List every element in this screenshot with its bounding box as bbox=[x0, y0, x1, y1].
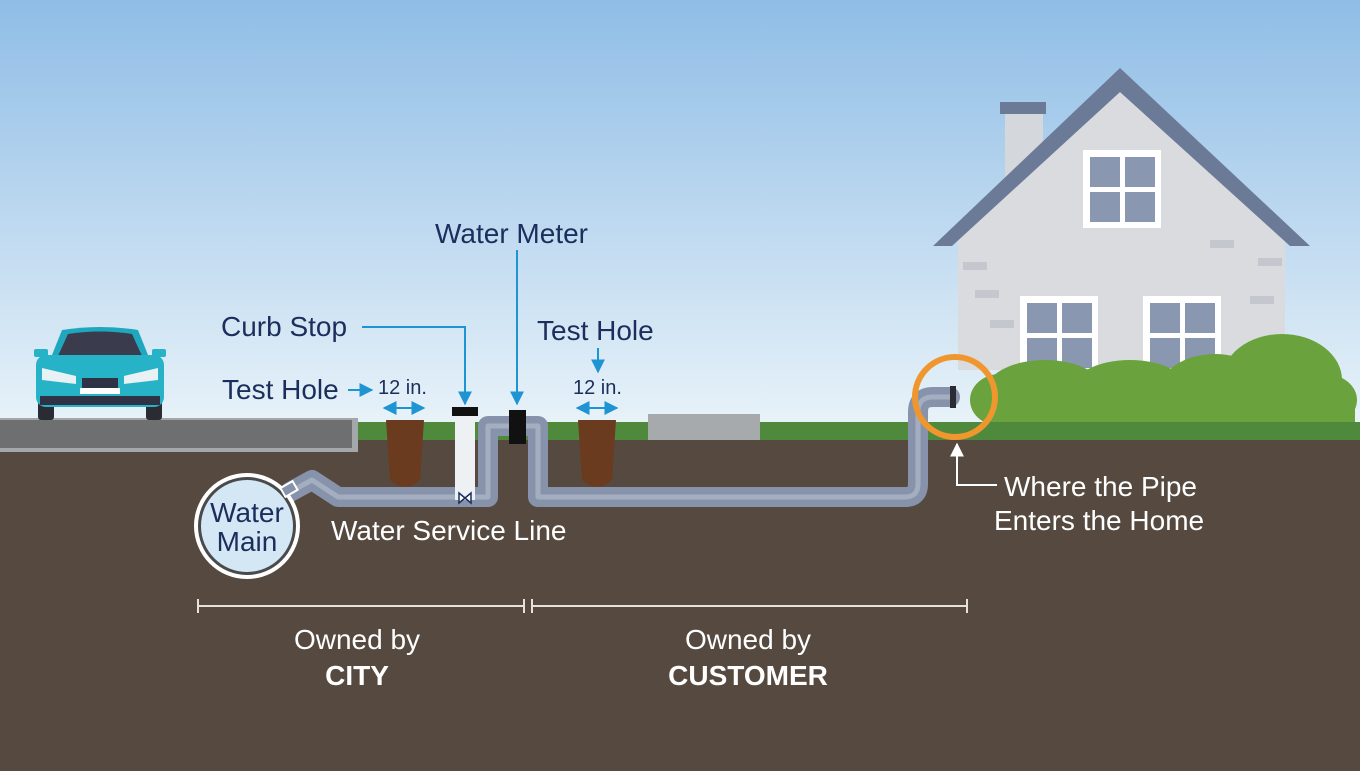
water-main-label: Water Main bbox=[192, 497, 302, 557]
owned-by-customer-line1: Owned by bbox=[684, 624, 812, 655]
owned-by-city: Owned by CITY bbox=[177, 622, 537, 695]
street bbox=[0, 418, 358, 452]
ownership-brackets bbox=[197, 599, 968, 613]
callout-lines bbox=[348, 250, 619, 415]
test-hole-right bbox=[578, 420, 616, 487]
test-hole-right-label: Test Hole bbox=[537, 315, 654, 346]
car-icon bbox=[34, 327, 166, 420]
bush-icon bbox=[970, 334, 1357, 426]
pipe-entry-highlight bbox=[912, 354, 998, 440]
water-main-line2: Main bbox=[216, 525, 278, 557]
grass-left bbox=[356, 422, 911, 440]
owned-by-city-line1: Owned by bbox=[293, 624, 421, 655]
pipe-entry-line1: Where the Pipe bbox=[1004, 471, 1197, 502]
owned-by-customer: Owned by CUSTOMER bbox=[568, 622, 928, 695]
water-main bbox=[194, 473, 300, 579]
sidewalk-slab bbox=[648, 414, 760, 440]
test-hole-left bbox=[386, 420, 424, 487]
water-meter-icon bbox=[509, 410, 526, 444]
pipe-entry-label: Where the Pipe Enters the Home bbox=[994, 470, 1204, 538]
grass-right bbox=[925, 422, 1360, 440]
curb-stop bbox=[452, 407, 478, 505]
curb-stop-label: Curb Stop bbox=[221, 311, 348, 342]
service-line-label: Water Service Line bbox=[331, 515, 567, 546]
house-icon bbox=[933, 68, 1310, 374]
water-main-line1: Water bbox=[210, 497, 284, 528]
size-right-label: 12 in. bbox=[573, 377, 622, 399]
pipe-entry-line2: Enters the Home bbox=[994, 505, 1205, 537]
owned-by-city-line2: CITY bbox=[325, 660, 389, 692]
size-left-label: 12 in. bbox=[378, 377, 427, 399]
valve-icon bbox=[458, 491, 472, 505]
entry-callout-line bbox=[950, 442, 997, 486]
water-meter-label: Water Meter bbox=[435, 218, 588, 249]
owned-by-customer-line2: CUSTOMER bbox=[668, 660, 828, 692]
pipe-end-cap bbox=[950, 386, 956, 408]
test-hole-left-label: Test Hole bbox=[222, 374, 339, 405]
